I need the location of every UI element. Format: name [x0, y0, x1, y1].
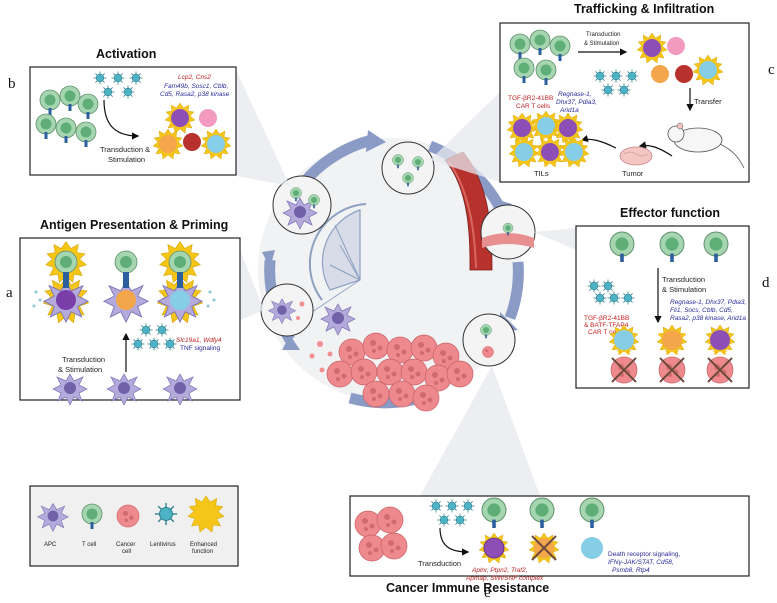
legend-label: Lentivirus [150, 542, 176, 548]
gene-list-blue: Cd5, Rasa2, p38 kinase [160, 91, 230, 98]
inset-apc-tcell [272, 175, 332, 235]
apc-icon [37, 502, 69, 532]
step-label: Transduction [418, 559, 461, 568]
legend: APC T cell Cancer cell Lentivirus Enhanc… [29, 485, 239, 567]
lymph-node [299, 203, 367, 321]
car-label: & BATF-TFAP4 [584, 322, 629, 329]
central-cycle [258, 130, 536, 412]
inset-tcells [381, 141, 435, 195]
gene-list-blue: Rasa2, p38 kinase, Arid1a [670, 315, 746, 322]
gene-list-red: Lcp2, Cns2 [178, 74, 211, 81]
panel-title: Effector function [620, 206, 720, 220]
gene-list-blue: Dhx37, Pdia3, [556, 99, 597, 106]
step-label: Transduction [62, 355, 105, 364]
car-label: TGF-βR2-41BB [584, 315, 629, 322]
panel-title: Cancer Immune Resistance [386, 581, 549, 595]
panel-letter: c [768, 62, 775, 78]
panel-title: Trafficking & Infiltration [574, 2, 714, 16]
gene-list-red: Slc19a1, Wdfy4 [176, 337, 222, 344]
gene-list-blue: Death receptor signaling, [608, 551, 680, 558]
step-label: Stimulation [108, 155, 145, 164]
legend-label: function [192, 549, 213, 555]
cancer-cell-icon [116, 504, 140, 528]
tumor-icon [619, 146, 653, 166]
gene-list-blue: IFNγ-JAK/STAT, Cd58, [608, 559, 674, 566]
inset-extravasation [480, 204, 536, 260]
gene-list-blue: Fli1, Socs, Cblb, Cd5, [670, 307, 733, 314]
panel-effector-function: d Effector function Transduction & Stimu… [575, 206, 770, 389]
legend-label: T cell [82, 542, 96, 548]
gene-list-blue: Psmb8, Rtp4 [612, 567, 650, 574]
legend-label: cell [122, 549, 131, 555]
tils-label: TILs [534, 169, 549, 178]
legend-label: Cancer [116, 542, 135, 548]
gene-list-blue: Arid1a [559, 107, 579, 114]
step-label: & Stimulation [58, 365, 102, 374]
panel-letter: d [762, 275, 770, 291]
step-label: & Stimulation [662, 285, 706, 294]
step-label: Transduction & [100, 145, 150, 154]
inset-antigen [260, 283, 314, 337]
panel-trafficking: c Trafficking & Infiltration Transductio… [499, 2, 775, 183]
step-label: Transduction [662, 275, 705, 284]
panel-antigen-presentation: a Antigen Presentation & Priming Slc19a1… [6, 218, 241, 406]
lentivirus-icon [154, 502, 178, 526]
panel-letter: e [484, 585, 491, 598]
panel-letter: a [6, 285, 13, 301]
car-label: TGF-βR2-41BB [508, 95, 553, 102]
panel-title: Antigen Presentation & Priming [40, 218, 228, 232]
gene-list-red: Apmap, SWI/SNF complex [465, 575, 544, 582]
car-label: CAR T cells [588, 329, 623, 336]
transfer-label: Transfer [694, 97, 722, 106]
legend-label: Enhanced [190, 542, 217, 548]
gene-list-blue: TNF signaling [180, 345, 220, 352]
step-label: Transduction [586, 32, 620, 38]
gene-list-red: Aplnr, Ptpn2, Traf2, [471, 567, 528, 574]
inset-killing [462, 313, 516, 367]
gene-list-blue: Regnase-1, [558, 91, 592, 98]
mouse-icon [667, 122, 745, 169]
step-label: & Stimulation [584, 41, 619, 47]
panel-cancer-immune-resistance: Transduction Aplnr, Ptpn2, Traf2, Apmap,… [349, 495, 750, 595]
gene-list-blue: Fam49b, Sosc1, Cblb, [164, 83, 229, 90]
panel-title: Activation [96, 47, 156, 61]
legend-label: APC [44, 542, 57, 548]
panel-letter: b [8, 76, 16, 92]
tumor-mass [326, 332, 474, 412]
gene-list-blue: Regnase-1, Dhx37, Pdia3, [670, 299, 746, 306]
tumor-label: Tumor [622, 169, 644, 178]
panel-activation: b Activation Transduction & Stimulation … [8, 47, 237, 176]
car-label: CAR T cells [516, 103, 551, 110]
